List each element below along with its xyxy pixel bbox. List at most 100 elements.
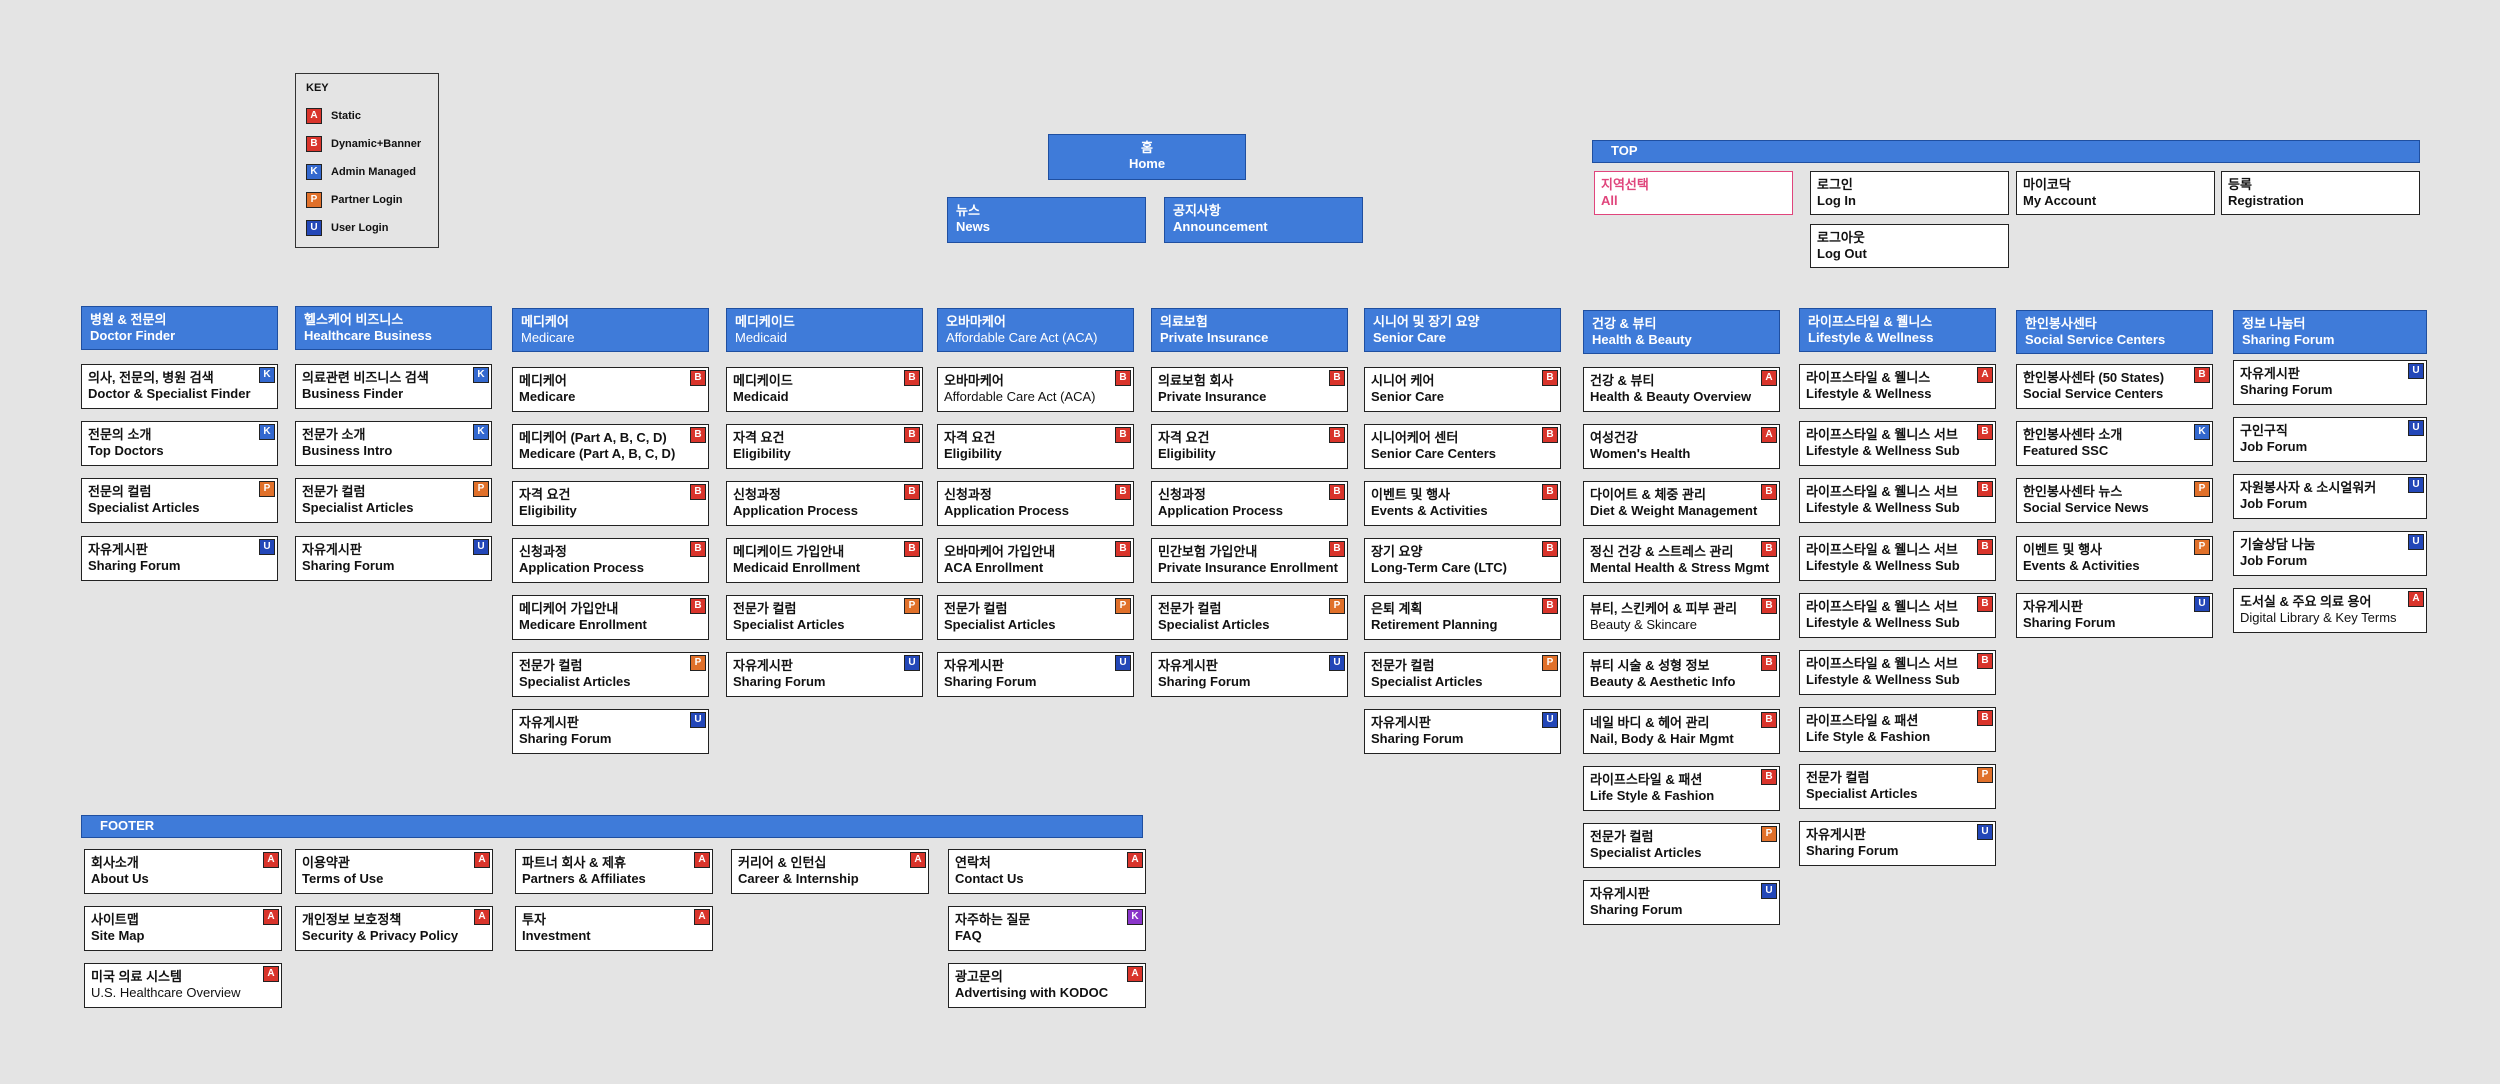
menu-item[interactable]: 한인봉사센타 (50 States)Social Service Centers…	[2016, 364, 2213, 409]
menu-item[interactable]: 메디케어 (Part A, B, C, D)Medicare (Part A, …	[512, 424, 709, 469]
badge-p: P	[473, 481, 489, 497]
